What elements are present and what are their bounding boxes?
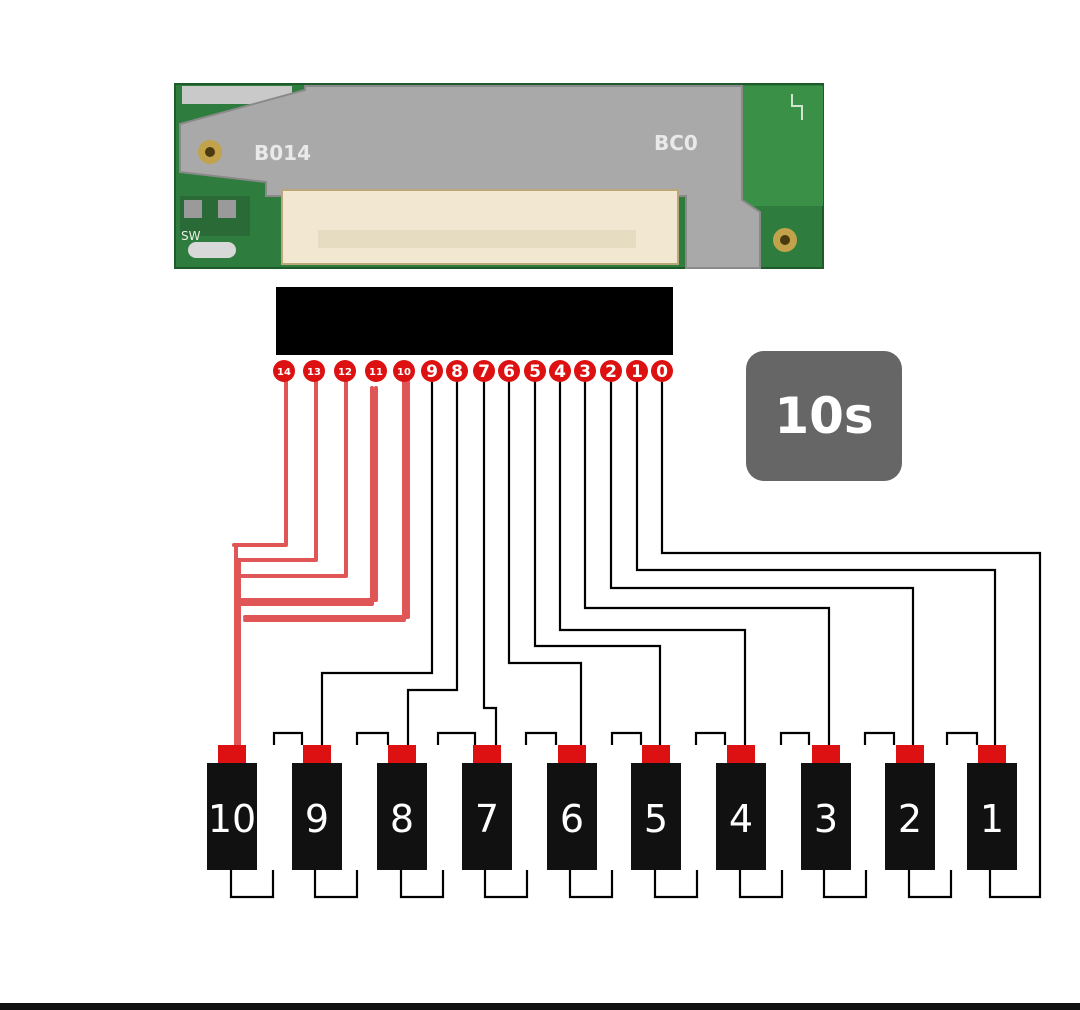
pin-0: 0 (651, 360, 673, 382)
cell-body (207, 763, 257, 870)
battery-cell-6: 6 (547, 745, 597, 870)
cell-body (462, 763, 512, 870)
pin-10: 10 (393, 360, 415, 382)
battery-cell-10: 10 (207, 745, 257, 870)
bottom-bar (0, 1003, 1080, 1010)
series-count-label: 10s (774, 387, 874, 445)
pin-4: 4 (549, 360, 571, 382)
cell-terminal (812, 745, 840, 765)
pin-label: 5 (529, 362, 541, 382)
cell-terminal (642, 745, 670, 765)
pin-label: 14 (277, 367, 291, 378)
pin-3: 3 (574, 360, 596, 382)
pin-label: 9 (426, 362, 438, 382)
cell-body (547, 763, 597, 870)
pin-2: 2 (600, 360, 622, 382)
cell-body (377, 763, 427, 870)
pin-11: 11 (365, 360, 387, 382)
cell-label: 8 (390, 797, 414, 841)
handdrawn-jumper-wires (232, 374, 410, 750)
balance-connector-socket (281, 189, 679, 265)
cell-body (716, 763, 766, 870)
pin-label: 10 (397, 367, 411, 378)
battery-cell-7: 7 (462, 745, 512, 870)
cell-label: 6 (560, 797, 584, 841)
battery-cell-5: 5 (631, 745, 681, 870)
pin-label: 13 (307, 367, 321, 378)
pin-label: 11 (369, 367, 383, 378)
cell-terminal (473, 745, 501, 765)
battery-cell-4: 4 (716, 745, 766, 870)
pin-label: 1 (631, 362, 643, 382)
pin-14: 14 (273, 360, 295, 382)
cell-body (967, 763, 1017, 870)
cell-terminal (218, 745, 246, 765)
cell-label: 1 (980, 797, 1004, 841)
pin-label: 12 (338, 367, 352, 378)
cell-label: 9 (305, 797, 329, 841)
pin-label: 2 (605, 362, 617, 382)
wiring (229, 376, 1042, 899)
pin-label: 8 (451, 362, 463, 382)
battery-cell-1: 1 (967, 745, 1017, 870)
pin-1: 1 (626, 360, 648, 382)
cell-label: 10 (208, 797, 256, 841)
battery-cells: 10 9 8 7 6 5 4 3 2 1 (207, 745, 1017, 870)
battery-cell-3: 3 (801, 745, 851, 870)
battery-cell-2: 2 (885, 745, 935, 870)
pin-8: 8 (446, 360, 468, 382)
cell-label: 5 (644, 797, 668, 841)
pin-6: 6 (498, 360, 520, 382)
cell-label: 2 (898, 797, 922, 841)
pcb-label-left: B014 (254, 141, 311, 165)
pin-5: 5 (524, 360, 546, 382)
pin-12: 12 (334, 360, 356, 382)
pcb-label-right: BC0 (654, 131, 698, 155)
cell-terminal (303, 745, 331, 765)
pin-7: 7 (473, 360, 495, 382)
cell-body (292, 763, 342, 870)
battery-cell-8: 8 (377, 745, 427, 870)
cell-body (801, 763, 851, 870)
bms-board-image: B014 BC0 SW (174, 83, 824, 269)
cell-terminal (896, 745, 924, 765)
pin-13: 13 (303, 360, 325, 382)
cell-body (631, 763, 681, 870)
pin-label: 3 (579, 362, 591, 382)
series-count-badge: 10s (746, 351, 902, 481)
cell-terminal (978, 745, 1006, 765)
cell-label: 7 (475, 797, 499, 841)
switch-label: SW (181, 229, 201, 243)
pin-label: 0 (656, 362, 668, 382)
pin-label: 6 (503, 362, 515, 382)
cell-terminal (558, 745, 586, 765)
cell-label: 3 (814, 797, 838, 841)
cell-terminal (388, 745, 416, 765)
connector-header (276, 287, 673, 355)
pin-label: 4 (554, 362, 566, 382)
battery-cell-9: 9 (292, 745, 342, 870)
pin-9: 9 (421, 360, 443, 382)
cell-terminal (727, 745, 755, 765)
pin-label: 7 (478, 362, 490, 382)
cell-label: 4 (729, 797, 753, 841)
cell-body (885, 763, 935, 870)
